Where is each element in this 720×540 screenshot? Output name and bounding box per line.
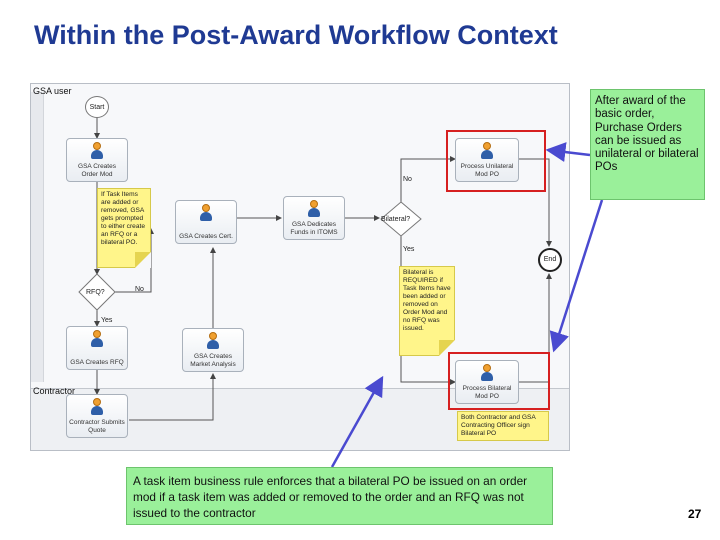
task-gsa-dedicates-funds: GSA Dedicates Funds in ITOMS [283,196,345,240]
flow-label-bilateral-yes: Yes [403,246,415,253]
lane-label-gsa-user: GSA user [33,86,72,96]
task-process-bilateral-mod-po: Process Bilateral Mod PO [455,360,519,404]
pointer-right-to-unilateral [545,142,591,162]
note-task-items-added: If Task Items are added or removed, GSA … [97,188,151,268]
gateway-bilateral-label: Bilateral? [381,216,411,223]
flow-rfq-no-to-cert [115,228,154,293]
gateway-bilateral-diamond [380,201,422,237]
task-contractor-submits-quote: Contractor Submits Quote [66,394,128,438]
lane-label-contractor: Contractor [33,386,76,396]
task-gsa-creates-rfq: GSA Creates RFQ [66,326,128,370]
callout-post-award-po: After award of the basic order, Purchase… [590,89,705,200]
highlight-unilateral-box [446,130,546,192]
gateway-rfq-label: RFQ? [86,289,105,296]
workflow-diagram: GSA user Contractor Start End [30,83,570,451]
start-event: Start [85,96,109,118]
note-both-sign: Both Contractor and GSA Contracting Offi… [457,411,549,441]
flow-label-rfq-yes: Yes [101,317,113,324]
end-event: End [538,248,562,272]
task-gsa-creates-cert: GSA Creates Cert. [175,200,237,244]
pointer-bottom-to-diagram [330,375,384,468]
callout-task-item-rule: A task item business rule enforces that … [126,467,553,525]
flow-quote-to-market-analysis [129,373,216,421]
lane-header-stripe [31,92,44,382]
pointer-right-to-bilateral [549,199,604,353]
task-gsa-creates-order-mod: GSA Creates Order Mod [66,138,128,182]
person-icon [207,332,219,350]
note-bilateral-required: Bilateral is REQUIRED if Task Items have… [399,266,455,356]
person-icon [91,330,103,348]
flow-label-bilateral-no: No [403,176,412,183]
person-icon [481,142,493,160]
page-number: 27 [688,507,702,521]
task-process-unilateral-mod-po: Process Unilateral Mod PO [455,138,519,182]
person-icon [200,204,212,222]
highlight-bilateral-box [448,352,550,410]
person-icon [481,364,493,382]
flow-bilateral-no-to-unilateral [400,156,456,204]
flow-label-rfq-no: No [135,286,144,293]
person-icon [308,200,320,218]
task-gsa-creates-market-analysis: GSA Creates Market Analysis [182,328,244,372]
person-icon [91,142,103,160]
person-icon [91,398,103,416]
gateway-rfq-diamond [78,273,116,311]
gateway-shapes [78,201,422,311]
slide-title: Within the Post-Award Workflow Context [34,20,558,50]
